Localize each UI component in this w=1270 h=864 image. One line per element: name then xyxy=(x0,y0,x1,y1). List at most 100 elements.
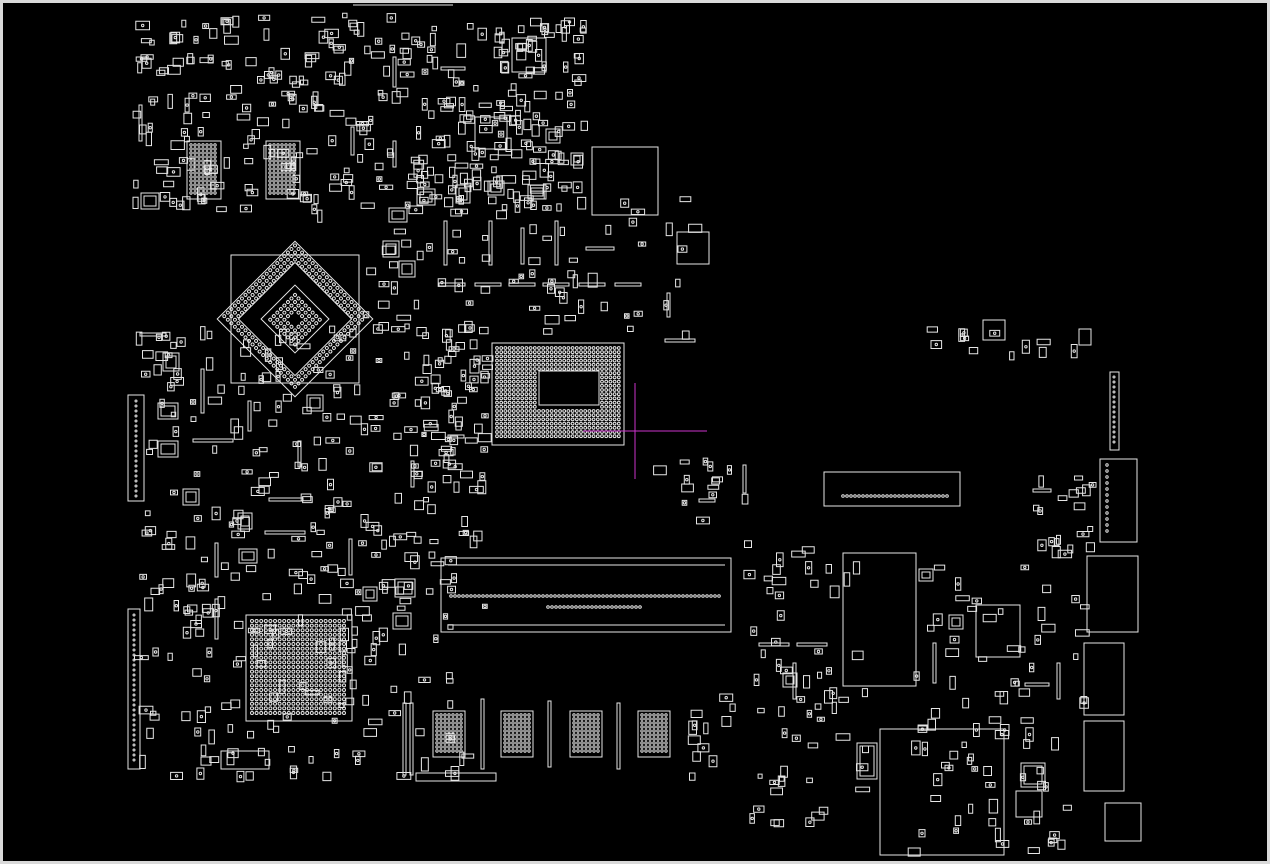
memory-pad xyxy=(190,180,192,182)
via xyxy=(484,415,486,417)
cpu-pad xyxy=(613,363,616,366)
bga-pad xyxy=(301,698,304,701)
ic-outline[interactable] xyxy=(983,320,1005,340)
ic-outline[interactable] xyxy=(1105,803,1141,841)
cpu-pad xyxy=(542,422,545,425)
passive-component xyxy=(517,95,526,106)
passive-component xyxy=(470,340,477,349)
connector-pin xyxy=(634,595,637,598)
via xyxy=(303,466,305,468)
dimm-connector-outline[interactable] xyxy=(441,558,731,632)
passive-component xyxy=(209,730,215,744)
bga-pad xyxy=(269,712,272,715)
ic-outline[interactable] xyxy=(221,751,269,769)
gpu-pad xyxy=(307,272,311,276)
passive-component xyxy=(299,76,303,84)
small-ic xyxy=(141,193,159,209)
connector-outline[interactable] xyxy=(824,472,960,506)
gpu-pad xyxy=(268,268,272,272)
cpu-pad xyxy=(508,431,511,434)
ic-outline[interactable] xyxy=(976,605,1020,657)
passive-component xyxy=(448,155,456,161)
via xyxy=(453,405,455,407)
memory-pad xyxy=(198,176,200,178)
connector-outline[interactable] xyxy=(128,609,140,769)
cpu-pad xyxy=(554,431,557,434)
passive-component xyxy=(466,301,473,305)
cpu-pad xyxy=(538,435,541,438)
bga-pad xyxy=(264,689,267,692)
passive-component xyxy=(1049,538,1055,546)
cpu-pad xyxy=(500,368,503,371)
passive-component xyxy=(441,107,453,112)
cpu-pad xyxy=(500,405,503,408)
memory-pad xyxy=(440,742,442,744)
ic-outline[interactable] xyxy=(512,38,546,72)
cpu-pad xyxy=(525,431,528,434)
via xyxy=(368,143,370,145)
via xyxy=(142,24,144,26)
memory-chip[interactable] xyxy=(501,711,533,757)
passive-component xyxy=(682,331,689,339)
ic-outline[interactable] xyxy=(880,729,1004,855)
memory-pad xyxy=(440,718,442,720)
pcb-layout[interactable] xyxy=(3,3,1267,861)
bga-pad xyxy=(320,638,323,641)
passive-component xyxy=(453,78,459,86)
ic-outline[interactable] xyxy=(843,553,916,686)
bga-pad xyxy=(260,684,263,687)
passive-component xyxy=(459,122,466,134)
passive-component xyxy=(460,173,467,184)
cpu-pad xyxy=(496,405,499,408)
cpu-pad xyxy=(525,355,528,358)
gpu-die[interactable] xyxy=(217,241,373,397)
passive-component xyxy=(460,752,464,765)
memory-chip[interactable] xyxy=(570,711,602,757)
ic-outline[interactable] xyxy=(1079,329,1091,345)
memory-chip[interactable] xyxy=(266,141,300,199)
bga-pad xyxy=(306,679,309,682)
cpu-pad xyxy=(580,426,583,429)
passive-component xyxy=(462,754,474,758)
passive-component xyxy=(140,574,147,579)
connector-outline[interactable] xyxy=(1084,721,1124,791)
boardview-canvas[interactable] xyxy=(3,3,1267,861)
connector-pin xyxy=(135,495,137,497)
cpu-pad xyxy=(512,355,515,358)
passive-component xyxy=(387,149,392,155)
passive-component xyxy=(1028,848,1039,854)
cpu-pad xyxy=(517,368,520,371)
ic-outline[interactable] xyxy=(1016,791,1042,817)
cpu-pad xyxy=(613,410,616,413)
memory-chip[interactable] xyxy=(638,711,670,757)
cpu-package-outline[interactable] xyxy=(492,343,624,445)
passive-component xyxy=(473,177,481,189)
passive-component xyxy=(519,74,532,78)
connector-outline[interactable] xyxy=(1100,459,1137,542)
passive-component xyxy=(301,494,311,501)
cpu-pad xyxy=(521,380,524,383)
gpu-pad xyxy=(233,303,237,307)
bga-pad xyxy=(320,666,323,669)
connector-outline[interactable] xyxy=(1087,556,1138,632)
passive-component xyxy=(950,751,958,759)
cpu-pad xyxy=(500,355,503,358)
gpu-pad xyxy=(311,261,315,265)
passive-component xyxy=(218,385,224,393)
connector-outline[interactable] xyxy=(1110,372,1119,450)
connector-outline[interactable] xyxy=(128,395,144,501)
passive-component xyxy=(374,526,382,536)
cpu-pad xyxy=(496,414,499,417)
ic-outline[interactable] xyxy=(475,117,507,149)
memory-pad xyxy=(581,742,583,744)
memory-pad xyxy=(589,726,591,728)
memory-pad xyxy=(512,738,514,740)
via xyxy=(416,473,418,475)
memory-chip[interactable] xyxy=(433,711,465,757)
connector-outline[interactable] xyxy=(1084,643,1124,715)
via xyxy=(438,143,440,145)
gpu-pad xyxy=(229,321,233,325)
ic-outline[interactable] xyxy=(592,147,658,215)
gpu-package-outline[interactable] xyxy=(231,255,359,383)
passive-component xyxy=(228,725,233,733)
